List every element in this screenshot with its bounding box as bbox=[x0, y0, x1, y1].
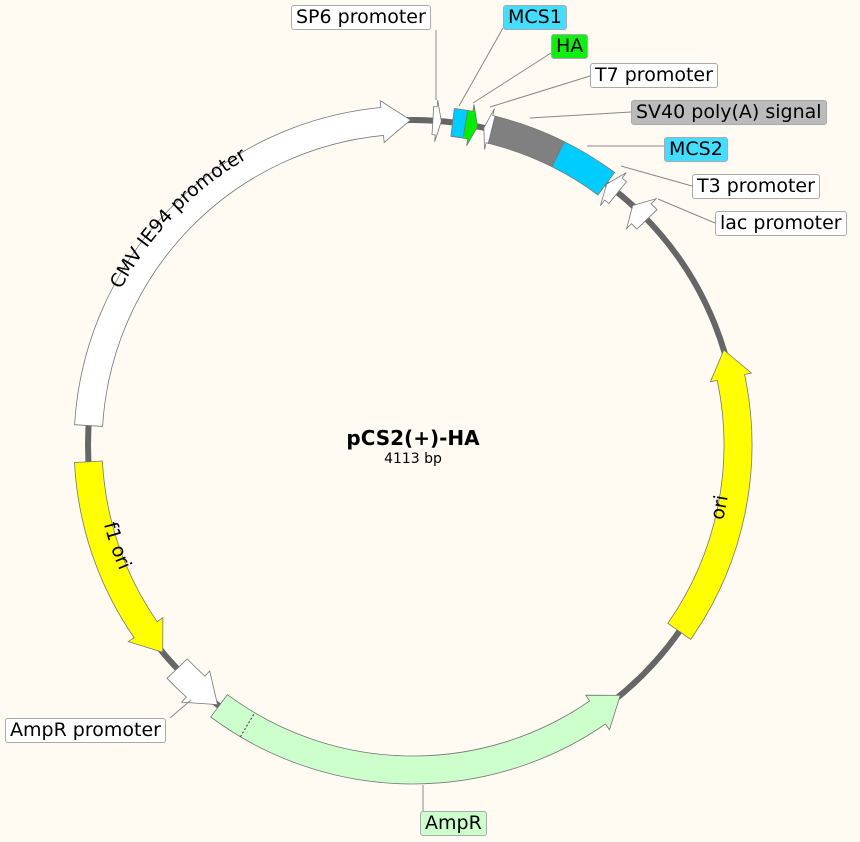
feature-f1[interactable] bbox=[74, 460, 164, 653]
feature-mcs2[interactable] bbox=[551, 141, 616, 196]
feature-amprp[interactable] bbox=[166, 658, 219, 706]
feature-label-ori: ori bbox=[706, 494, 732, 522]
feature-t3[interactable] bbox=[600, 172, 628, 206]
feature-cmv[interactable] bbox=[74, 99, 412, 427]
label-mcs2[interactable]: MCS2 bbox=[664, 137, 728, 162]
label-mcs1[interactable]: MCS1 bbox=[503, 5, 567, 30]
feature-lac[interactable] bbox=[625, 197, 658, 231]
label-sv40-polya[interactable]: SV40 poly(A) signal bbox=[631, 100, 827, 125]
feature-ori[interactable] bbox=[667, 349, 753, 640]
feature-ha[interactable] bbox=[462, 104, 479, 146]
feature-sv40[interactable] bbox=[487, 115, 565, 168]
leader-t7 bbox=[489, 75, 591, 108]
leader-mcs1 bbox=[458, 27, 504, 107]
leader-amprp bbox=[169, 699, 192, 719]
plasmid-name: pCS2(+)-HA bbox=[346, 426, 480, 450]
label-lac-promoter[interactable]: lac promoter bbox=[715, 211, 847, 236]
label-ha[interactable]: HA bbox=[551, 34, 589, 59]
plasmid-length: 4113 bp bbox=[384, 451, 442, 467]
leader-ha bbox=[472, 52, 552, 104]
feature-label-cmv: CMV IE94 promoter bbox=[106, 144, 250, 292]
label-ampr-promoter[interactable]: AmpR promoter bbox=[5, 718, 166, 743]
label-ampr[interactable]: AmpR bbox=[420, 811, 487, 836]
leader-lac bbox=[657, 198, 716, 224]
feature-sp6[interactable] bbox=[431, 99, 442, 142]
leader-t3 bbox=[620, 165, 693, 187]
label-t3-promoter[interactable]: T3 promoter bbox=[692, 174, 820, 199]
feature-ampr[interactable] bbox=[210, 694, 621, 785]
label-sp6-promoter[interactable]: SP6 promoter bbox=[291, 5, 431, 30]
label-t7-promoter[interactable]: T7 promoter bbox=[590, 63, 718, 88]
leader-sv40 bbox=[529, 111, 632, 119]
ampr-dotted-divider bbox=[239, 712, 256, 738]
